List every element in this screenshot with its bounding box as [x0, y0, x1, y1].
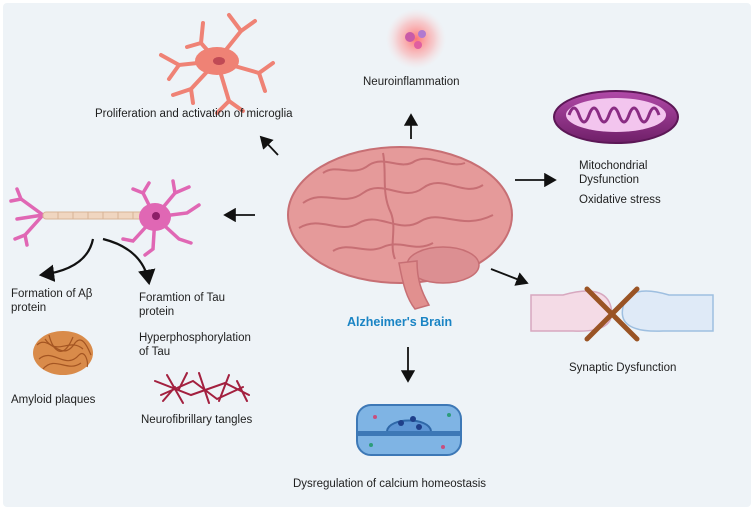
arrow-to-abeta — [38, 238, 95, 283]
arrow-to-synapse — [490, 268, 529, 286]
inflammation-glow-icon — [386, 9, 446, 69]
diagram-canvas: Neuroinflammation Proliferation and acti… — [3, 3, 751, 507]
abeta-label-line2: protein — [11, 302, 47, 314]
neuron-illustration — [9, 179, 201, 257]
neurofibrillary-tangles-label: Neurofibrillary tangles — [141, 414, 253, 426]
hyperphosphorylation-label-line1: Hyperphosphorylation — [139, 332, 251, 344]
neurofibrillary-tangles-illustration — [154, 372, 250, 404]
microglia-nucleus — [213, 57, 225, 65]
arrow-to-microglia — [259, 135, 279, 156]
tau-label-line1: Foramtion of Tau — [139, 292, 226, 304]
amyloid-plaque-illustration — [33, 331, 93, 375]
tau-label-line2: protein — [139, 306, 175, 318]
synaptic-dysfunction-label: Synaptic Dysfunction — [569, 362, 677, 374]
mitochondrial-label-line2: Dysfunction — [579, 174, 640, 186]
hyperphosphorylation-label-line2: of Tau — [139, 346, 171, 358]
microglia-label: Proliferation and activation of microgli… — [95, 108, 293, 120]
amyloid-plaques-label: Amyloid plaques — [11, 394, 96, 406]
diagram-graphics — [9, 9, 714, 456]
brain-illustration — [287, 146, 513, 310]
center-title: Alzheimer's Brain — [347, 315, 453, 329]
calcium-homeostasis-label: Dysregulation of calcium homeostasis — [293, 478, 487, 490]
mitochondria-illustration — [553, 90, 679, 144]
synapse-illustration — [530, 286, 714, 342]
neuroinflammation-label: Neuroinflammation — [363, 76, 460, 88]
arrow-to-tau — [102, 237, 156, 286]
oxidative-stress-label: Oxidative stress — [579, 194, 661, 206]
abeta-label-line1: Formation of Aβ — [11, 288, 93, 300]
calcium-cell-illustration — [356, 404, 462, 456]
mitochondrial-label-line1: Mitochondrial — [579, 160, 648, 172]
